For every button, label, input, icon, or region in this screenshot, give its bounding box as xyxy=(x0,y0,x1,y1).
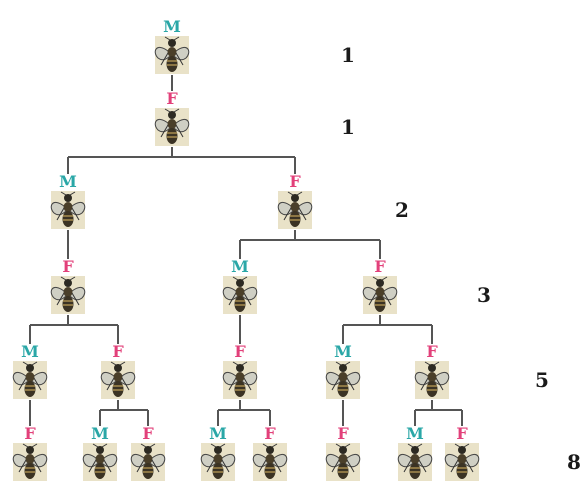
female-node: F xyxy=(50,257,86,315)
bee-icon xyxy=(50,275,86,315)
male-node: M xyxy=(325,342,361,400)
bee-icon xyxy=(12,442,48,482)
female-node: F xyxy=(130,424,166,482)
bee-icon xyxy=(397,442,433,482)
male-label: M xyxy=(209,424,227,443)
female-label: F xyxy=(426,342,438,361)
female-label: F xyxy=(112,342,124,361)
bee-icon xyxy=(222,360,258,400)
female-node: F xyxy=(325,424,361,482)
female-label: F xyxy=(289,172,301,191)
bee-icon xyxy=(444,442,480,482)
male-label: M xyxy=(91,424,109,443)
female-node: F xyxy=(12,424,48,482)
generation-count: 8 xyxy=(567,450,580,474)
female-label: F xyxy=(374,257,386,276)
bee-icon xyxy=(130,442,166,482)
bee-icon xyxy=(50,190,86,230)
female-label: F xyxy=(337,424,349,443)
generation-counts: 1 1 2 3 5 8 xyxy=(341,43,580,474)
generation-count: 3 xyxy=(477,283,491,307)
male-label: M xyxy=(59,172,77,191)
bee-icon xyxy=(12,360,48,400)
female-node: F xyxy=(154,89,190,147)
male-node: M xyxy=(222,257,258,315)
female-node: F xyxy=(362,257,398,315)
female-node: F xyxy=(252,424,288,482)
bee-icon xyxy=(252,442,288,482)
male-label: M xyxy=(406,424,424,443)
bee-icon xyxy=(154,35,190,75)
male-label: M xyxy=(231,257,249,276)
male-node: M xyxy=(200,424,236,482)
generation-count: 5 xyxy=(535,368,549,392)
female-label: F xyxy=(264,424,276,443)
male-label: M xyxy=(21,342,39,361)
female-label: F xyxy=(24,424,36,443)
male-label: M xyxy=(163,17,181,36)
female-node: F xyxy=(444,424,480,482)
male-node: M xyxy=(154,17,190,75)
bee-icon xyxy=(277,190,313,230)
female-node: F xyxy=(100,342,136,400)
male-node: M xyxy=(50,172,86,230)
female-label: F xyxy=(62,257,74,276)
male-node: M xyxy=(12,342,48,400)
bee-icon xyxy=(325,442,361,482)
male-node: M xyxy=(82,424,118,482)
female-node: F xyxy=(277,172,313,230)
bee-icon xyxy=(414,360,450,400)
female-label: F xyxy=(166,89,178,108)
generation-count: 1 xyxy=(341,43,355,67)
female-label: F xyxy=(142,424,154,443)
male-label: M xyxy=(334,342,352,361)
bee-icon xyxy=(362,275,398,315)
female-label: F xyxy=(456,424,468,443)
female-node: F xyxy=(414,342,450,400)
tree-connectors xyxy=(29,75,463,426)
generation-count: 2 xyxy=(395,198,409,222)
bee-icon xyxy=(325,360,361,400)
bee-icon xyxy=(222,275,258,315)
bee-icon xyxy=(154,107,190,147)
female-node: F xyxy=(222,342,258,400)
female-label: F xyxy=(234,342,246,361)
bee-icon xyxy=(200,442,236,482)
bee-icon xyxy=(100,360,136,400)
male-node: M xyxy=(397,424,433,482)
generation-count: 1 xyxy=(341,115,355,139)
tree-nodes: M F M F F M F M F F M F F M F M F F M F xyxy=(12,17,480,482)
bee-icon xyxy=(82,442,118,482)
